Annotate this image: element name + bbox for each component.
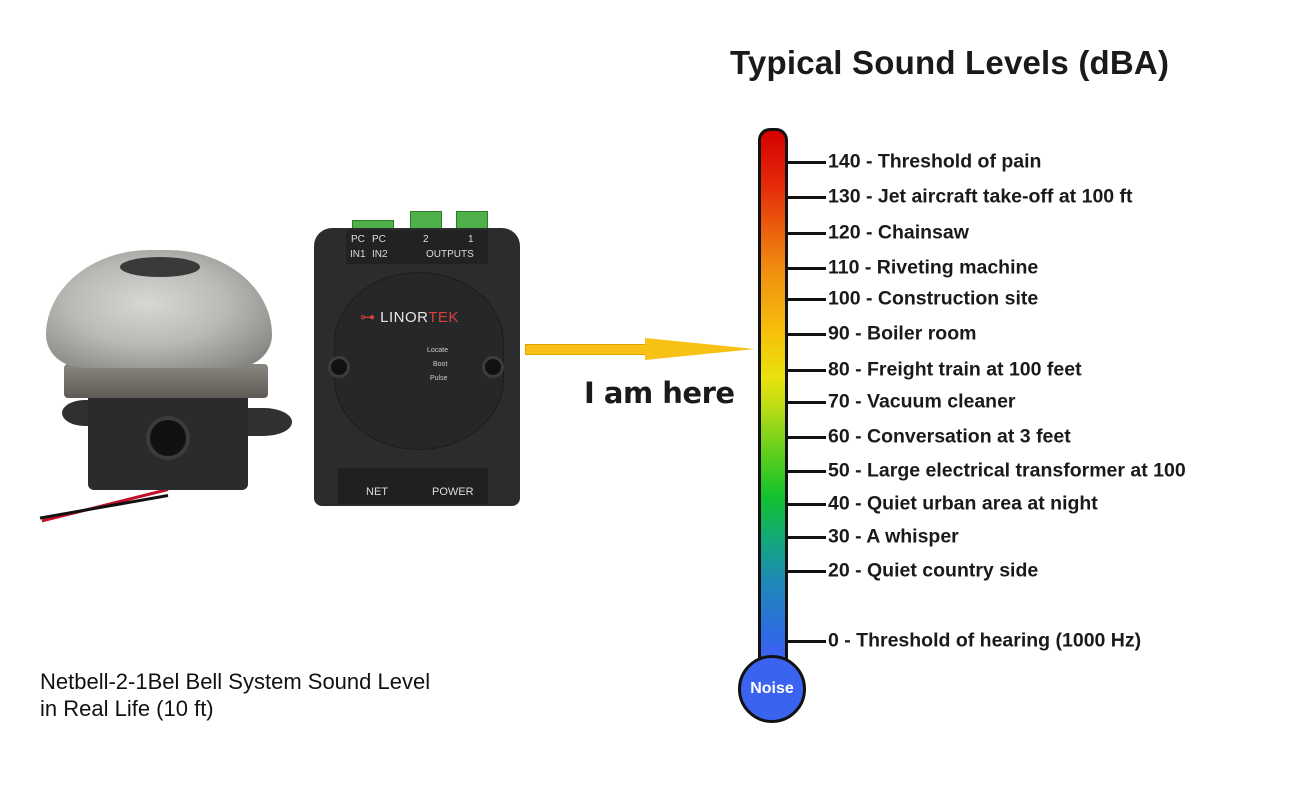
scale-tick	[788, 503, 826, 506]
scale-label: 20 - Quiet country side	[828, 559, 1039, 582]
scale-label: 110 - Riveting machine	[828, 256, 1039, 279]
pointer-label: I am here	[584, 376, 735, 410]
pointer-arrow-icon	[645, 338, 755, 360]
scale-tick	[788, 267, 826, 270]
scale-tick	[788, 369, 826, 372]
label-out1: 1	[468, 234, 474, 245]
controller-top-panel: PC PC IN1 IN2 2 1 OUTPUTS	[346, 230, 488, 264]
scale-tick	[788, 333, 826, 336]
scale-tick	[788, 401, 826, 404]
led-pulse: Pulse	[430, 375, 448, 382]
scale-label: 60 - Conversation at 3 feet	[828, 425, 1071, 448]
logo-text-b: TEK	[428, 309, 459, 326]
scale-tick	[788, 470, 826, 473]
bell-cable-port	[146, 416, 190, 460]
scale-label: 100 - Construction site	[828, 287, 1039, 310]
scale-label: 0 - Threshold of hearing (1000 Hz)	[828, 629, 1142, 652]
screw-left	[328, 356, 350, 378]
label-outputs: OUTPUTS	[426, 249, 474, 260]
screw-right	[482, 356, 504, 378]
scale-tick	[788, 196, 826, 199]
thermometer-bulb: Noise	[738, 655, 806, 723]
caption: Netbell-2-1Bel Bell System Sound Level i…	[40, 668, 430, 722]
logo-circuit-icon: ⊶	[360, 309, 381, 326]
label-pc1: PC	[351, 234, 365, 245]
scale-label: 90 - Boiler room	[828, 322, 977, 345]
bell-plate	[64, 364, 268, 398]
bulb-label: Noise	[750, 680, 794, 697]
logo-text-a: LINOR	[380, 309, 429, 326]
scale-label: 30 - A whisper	[828, 525, 959, 548]
scale-tick	[788, 161, 826, 164]
pointer-arrow-shaft	[525, 344, 647, 355]
label-out2: 2	[423, 234, 429, 245]
black-wire	[39, 494, 169, 520]
controller-face	[334, 272, 504, 450]
scale-tick	[788, 536, 826, 539]
label-in1: IN1	[350, 249, 366, 260]
label-in2: IN2	[372, 249, 388, 260]
caption-line-1: Netbell-2-1Bel Bell System Sound Level	[40, 669, 431, 694]
bell-label-plate	[120, 257, 200, 277]
scale-tick	[788, 232, 826, 235]
controller-bottom-panel: NET POWER	[338, 468, 488, 504]
led-boot: Boot	[433, 361, 448, 368]
chart-title: Typical Sound Levels (dBA)	[730, 44, 1170, 81]
scale-tick	[788, 436, 826, 439]
scale-label: 120 - Chainsaw	[828, 221, 969, 244]
label-net: NET	[366, 486, 388, 498]
caption-line-2: in Real Life (10 ft)	[40, 696, 214, 721]
scale-label: 80 - Freight train at 100 feet	[828, 358, 1082, 381]
thermometer-tube	[758, 128, 788, 668]
scale-label: 50 - Large electrical transformer at 100	[828, 459, 1186, 482]
scale-tick	[788, 640, 826, 643]
label-pc2: PC	[372, 234, 386, 245]
led-locate: Locate	[427, 347, 449, 354]
scale-label: 70 - Vacuum cleaner	[828, 390, 1016, 413]
label-power: POWER	[432, 486, 474, 498]
scale-label: 40 - Quiet urban area at night	[828, 492, 1098, 515]
scale-label: 130 - Jet aircraft take-off at 100 ft	[828, 185, 1133, 208]
scale-tick	[788, 298, 826, 301]
linortek-logo: ⊶ LINORTEK	[360, 308, 459, 326]
scale-label: 140 - Threshold of pain	[828, 150, 1042, 173]
scale-tick	[788, 570, 826, 573]
